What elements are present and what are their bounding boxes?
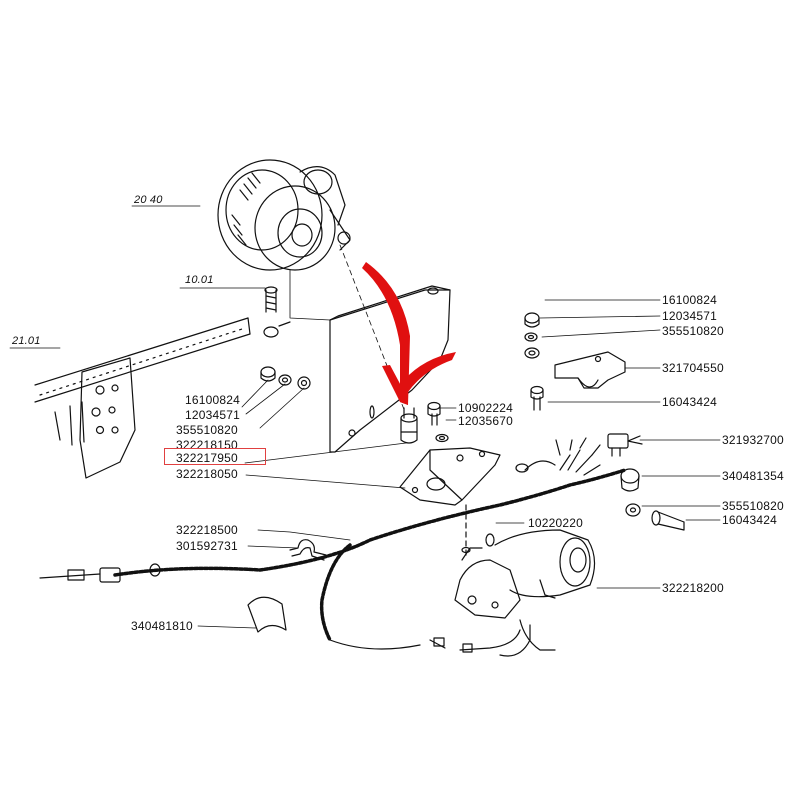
part-number-label: 10220220 xyxy=(528,516,583,530)
section-ref-21-01: 21.01 xyxy=(12,335,41,347)
motor-bracket xyxy=(399,447,501,506)
part-number-label: 355510820 xyxy=(662,324,724,338)
part-number-label: 16100824 xyxy=(185,393,240,407)
bolt-10-01 xyxy=(263,286,291,338)
part-number-label: 355510820 xyxy=(722,499,784,513)
part-number-label: 301592731 xyxy=(176,539,238,553)
chassis-frame xyxy=(34,317,251,479)
part-number-label: 12034571 xyxy=(185,408,240,422)
part-number-label: 12034571 xyxy=(662,309,717,323)
pump-icon xyxy=(217,159,351,271)
part-number-label: 340481354 xyxy=(722,469,784,483)
highlight-box xyxy=(164,448,266,465)
part-number-label: 340481810 xyxy=(131,619,193,633)
callout-leaders xyxy=(197,299,721,629)
wiring-harness xyxy=(113,437,627,657)
bolt-10902224 xyxy=(427,401,449,443)
cable-clip xyxy=(289,539,327,561)
part-number-label: 16043424 xyxy=(662,395,717,409)
washer-bolt-lower xyxy=(625,503,685,531)
connector-plug xyxy=(39,563,161,583)
red-check-arrow-icon xyxy=(362,262,456,405)
nut-washer-set-left xyxy=(260,366,311,390)
toggle-switch xyxy=(607,433,643,457)
motor-icon xyxy=(454,504,596,651)
cable-strap xyxy=(247,596,287,633)
nut-washer-set-right xyxy=(524,312,540,359)
section-ref-10-01: 10.01 xyxy=(185,274,214,286)
sensor-part xyxy=(400,407,418,444)
part-number-label: 16043424 xyxy=(722,513,777,527)
part-number-label: 321704550 xyxy=(662,361,724,375)
part-number-label: 321932700 xyxy=(722,433,784,447)
part-number-label: 12035670 xyxy=(458,414,513,428)
grommet xyxy=(485,533,495,547)
section-ref-20-40: 20 40 xyxy=(134,194,163,206)
part-number-label: 355510820 xyxy=(176,423,238,437)
part-number-label: 322218200 xyxy=(662,581,724,595)
clamp-bracket xyxy=(554,351,626,389)
rotary-knob xyxy=(620,468,640,492)
part-number-label: 16100824 xyxy=(662,293,717,307)
bolt-16043424 xyxy=(530,385,544,411)
part-number-label: 322218500 xyxy=(176,523,238,537)
part-number-label: 322218050 xyxy=(176,467,238,481)
leader-lines xyxy=(9,205,406,413)
part-number-label: 10902224 xyxy=(458,401,513,415)
highlighted-part-number: 322217950 xyxy=(176,451,238,465)
